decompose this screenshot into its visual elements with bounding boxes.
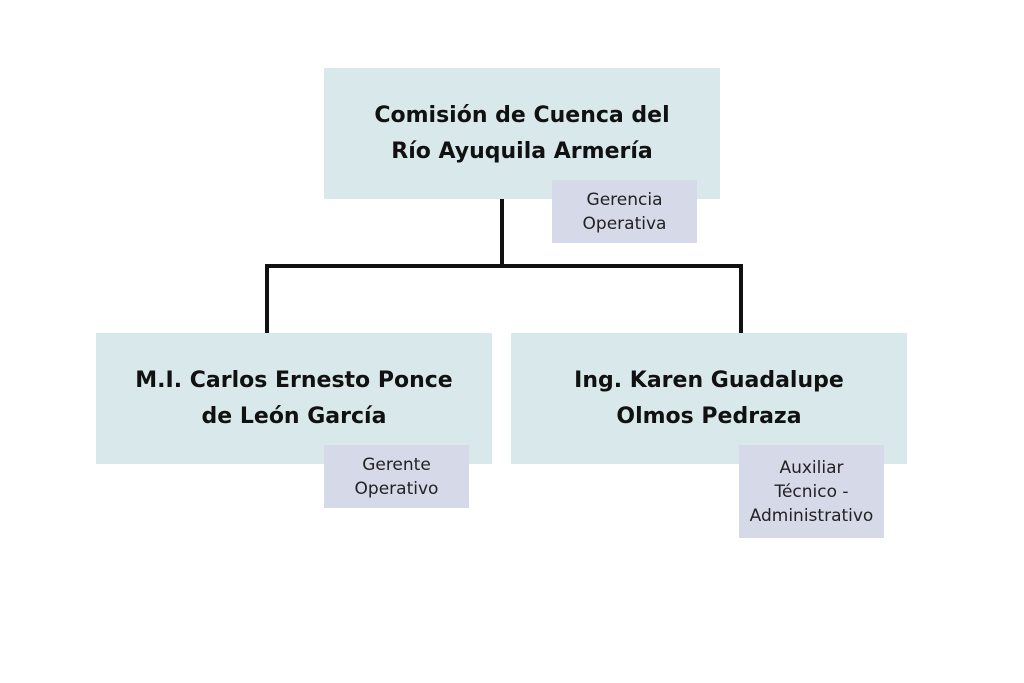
org-node-right-role-line3: Administrativo [749,505,874,526]
org-node-left-name-line2: de León García [201,403,387,429]
connector-right-vertical [739,264,743,334]
org-node-left-name: M.I. Carlos Ernesto Ponce de León García [125,363,462,435]
connector-horizontal [265,264,743,268]
org-node-top-role-line1: Gerencia [586,189,663,210]
org-node-right-role-line2: Técnico - [774,481,849,502]
org-node-top-name: Comisión de Cuenca del Río Ayuquila Arme… [364,98,679,170]
org-node-right-name: Ing. Karen Guadalupe Olmos Pedraza [564,363,854,435]
org-node-right-role: Auxiliar Técnico - Administrativo [739,445,884,538]
connector-left-vertical [265,264,269,334]
org-node-left-role: Gerente Operativo [324,445,469,508]
org-node-top: Comisión de Cuenca del Río Ayuquila Arme… [324,68,720,199]
org-node-right-role-line1: Auxiliar [779,457,844,478]
org-node-left-role-line1: Gerente [362,454,431,475]
connector-top-vertical [500,198,504,267]
org-node-left-role-line2: Operativo [354,478,439,499]
org-node-top-role-line2: Operativa [582,213,667,234]
org-node-right-name-line1: Ing. Karen Guadalupe [574,367,844,393]
org-node-left: M.I. Carlos Ernesto Ponce de León García [96,333,492,464]
org-node-top-role: Gerencia Operativa [552,180,697,243]
org-node-top-name-line2: Río Ayuquila Armería [391,138,653,164]
org-node-top-name-line1: Comisión de Cuenca del [374,102,670,128]
org-node-right: Ing. Karen Guadalupe Olmos Pedraza [511,333,907,464]
org-node-right-name-line2: Olmos Pedraza [616,403,802,429]
org-node-left-name-line1: M.I. Carlos Ernesto Ponce [135,367,453,393]
